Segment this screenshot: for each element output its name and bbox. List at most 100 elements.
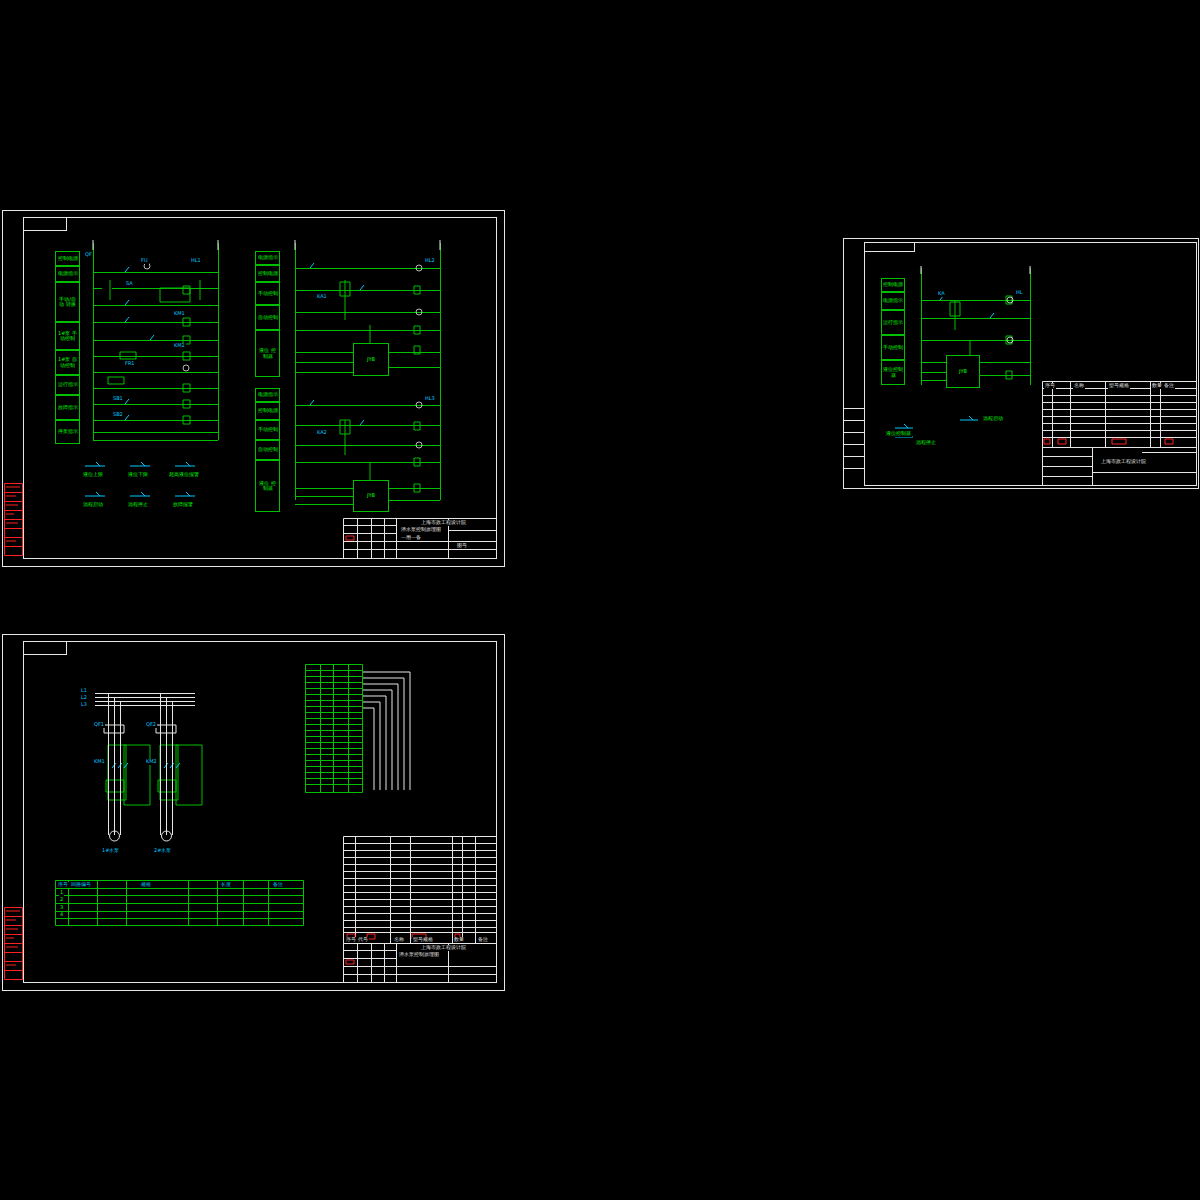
component-tag: SB2	[112, 412, 124, 418]
title-text: 上海市政工程设计院	[1100, 459, 1147, 465]
terminal-block	[305, 664, 363, 793]
component-tag: 1#水泵	[101, 848, 120, 854]
node-text: 控制电源	[57, 256, 79, 262]
component-tag: 2#水泵	[153, 848, 172, 854]
sheet-border	[3, 635, 505, 991]
sheet-border	[3, 211, 505, 567]
ladder-wiring	[55, 243, 1031, 926]
component-tag: KA	[937, 291, 946, 297]
relay-module: JYB	[353, 480, 389, 512]
sheet-border	[24, 642, 497, 983]
sheet-border	[844, 239, 1199, 489]
component-tag: SA	[125, 281, 134, 287]
function-note: 4	[59, 912, 64, 918]
function-label-cell: 液位控制器	[881, 360, 905, 385]
lamp-symbol	[416, 309, 422, 315]
title-text: 代号	[357, 937, 369, 943]
node-text: JYB	[958, 369, 968, 375]
breaker	[104, 725, 176, 733]
title-text: 数量	[1151, 383, 1163, 389]
function-note: 远程停止	[127, 502, 149, 508]
function-note: 1	[59, 890, 64, 896]
title-text: 一用一备	[400, 535, 422, 541]
lamp-symbol	[1007, 297, 1013, 303]
component-tag: QF2	[145, 722, 157, 728]
sheet-frames	[3, 211, 1199, 991]
title-text: 图号	[456, 543, 468, 549]
node-text: 控制电源	[257, 408, 279, 414]
component-tag: 长度	[220, 882, 232, 888]
function-label-cell: 1#泵 手动控制	[55, 322, 80, 350]
node-text: 手动/自动 转换	[56, 297, 79, 308]
lamp-symbol	[416, 442, 422, 448]
component-tag: HL3	[424, 396, 436, 402]
node-text: 运行指示	[882, 320, 904, 326]
lamp-symbol	[144, 263, 150, 269]
function-label-cell: 故障指示	[55, 395, 80, 420]
node-text: 电源指示	[257, 392, 279, 398]
node-text: 手动控制	[257, 291, 279, 297]
component-tag: KM1	[173, 311, 186, 317]
component-tag: 规格	[140, 882, 152, 888]
function-label-cell: 手动控制	[255, 420, 280, 440]
function-label-cell: 液位 控制器	[255, 460, 280, 512]
function-label-cell: 运行指示	[881, 310, 905, 335]
node-text: 液位控制器	[882, 367, 904, 378]
lamp-symbol	[1007, 337, 1013, 343]
component-tag: HL	[1015, 290, 1024, 296]
title-text: 上海市政工程设计院	[420, 945, 467, 951]
title-text: 型号规格	[1108, 383, 1130, 389]
function-note: 2	[59, 897, 64, 903]
function-label-cell: 1#泵 自动控制	[55, 350, 80, 375]
relay-coil	[108, 286, 190, 424]
node-text: 手动控制	[882, 345, 904, 351]
component-tag: 序号	[57, 882, 69, 888]
node-text: 控制电源	[882, 282, 904, 288]
title-text: 数量	[453, 937, 465, 943]
node-text: JYB	[366, 493, 376, 499]
component-tag: QF1	[93, 722, 105, 728]
component-tag: L1	[80, 688, 88, 694]
node-text: 自动控制	[257, 315, 279, 321]
node-text: 1#泵 手动控制	[56, 331, 79, 342]
function-label-cell: 自动控制	[255, 440, 280, 460]
function-label-cell: 控制电源	[55, 251, 80, 266]
component-tag: SB1	[112, 396, 124, 402]
function-label-cell: 自动控制	[255, 305, 280, 330]
function-label-cell: 电源指示	[55, 266, 80, 282]
cable-table	[55, 880, 304, 926]
function-label-cell: 控制电源	[255, 265, 280, 282]
function-note: 液位控制器	[885, 431, 912, 437]
sheet-tab	[865, 243, 915, 252]
relay-module: JYB	[946, 355, 980, 388]
contact-symbol	[112, 263, 994, 768]
node-text: 故障指示	[57, 405, 79, 411]
title-text: 潜水泵控制原理图	[398, 952, 440, 958]
sheet-border	[24, 218, 497, 559]
component-tag: HL1	[190, 258, 202, 264]
node-text: 自动控制	[257, 447, 279, 453]
function-note: 故障报警	[172, 502, 194, 508]
function-note: 超高液位报警	[168, 472, 200, 478]
function-label-cell: 控制电源	[255, 402, 280, 420]
cable-leader	[362, 672, 410, 790]
function-label-cell: 手动/自动 转换	[55, 282, 80, 322]
function-note: 液位上限	[82, 472, 104, 478]
component-tag: L2	[80, 695, 88, 701]
sheet-tab	[24, 642, 67, 655]
revision-strip	[4, 484, 23, 980]
red-marks	[4, 439, 1173, 980]
function-note: 远程启动	[982, 416, 1004, 422]
relay-coil	[340, 282, 420, 492]
node-text: 控制电源	[257, 271, 279, 277]
function-label-cell: 电源指示	[255, 388, 280, 402]
function-note: 液位下限	[127, 472, 149, 478]
float-switch	[85, 416, 978, 496]
motor-symbol	[110, 831, 120, 841]
node-text: 手动控制	[257, 427, 279, 433]
title-text: 序号	[1044, 383, 1056, 389]
component-tag: FR1	[124, 361, 136, 367]
component-tag: L3	[80, 702, 88, 708]
title-text: 上海市政工程设计院	[420, 520, 467, 526]
